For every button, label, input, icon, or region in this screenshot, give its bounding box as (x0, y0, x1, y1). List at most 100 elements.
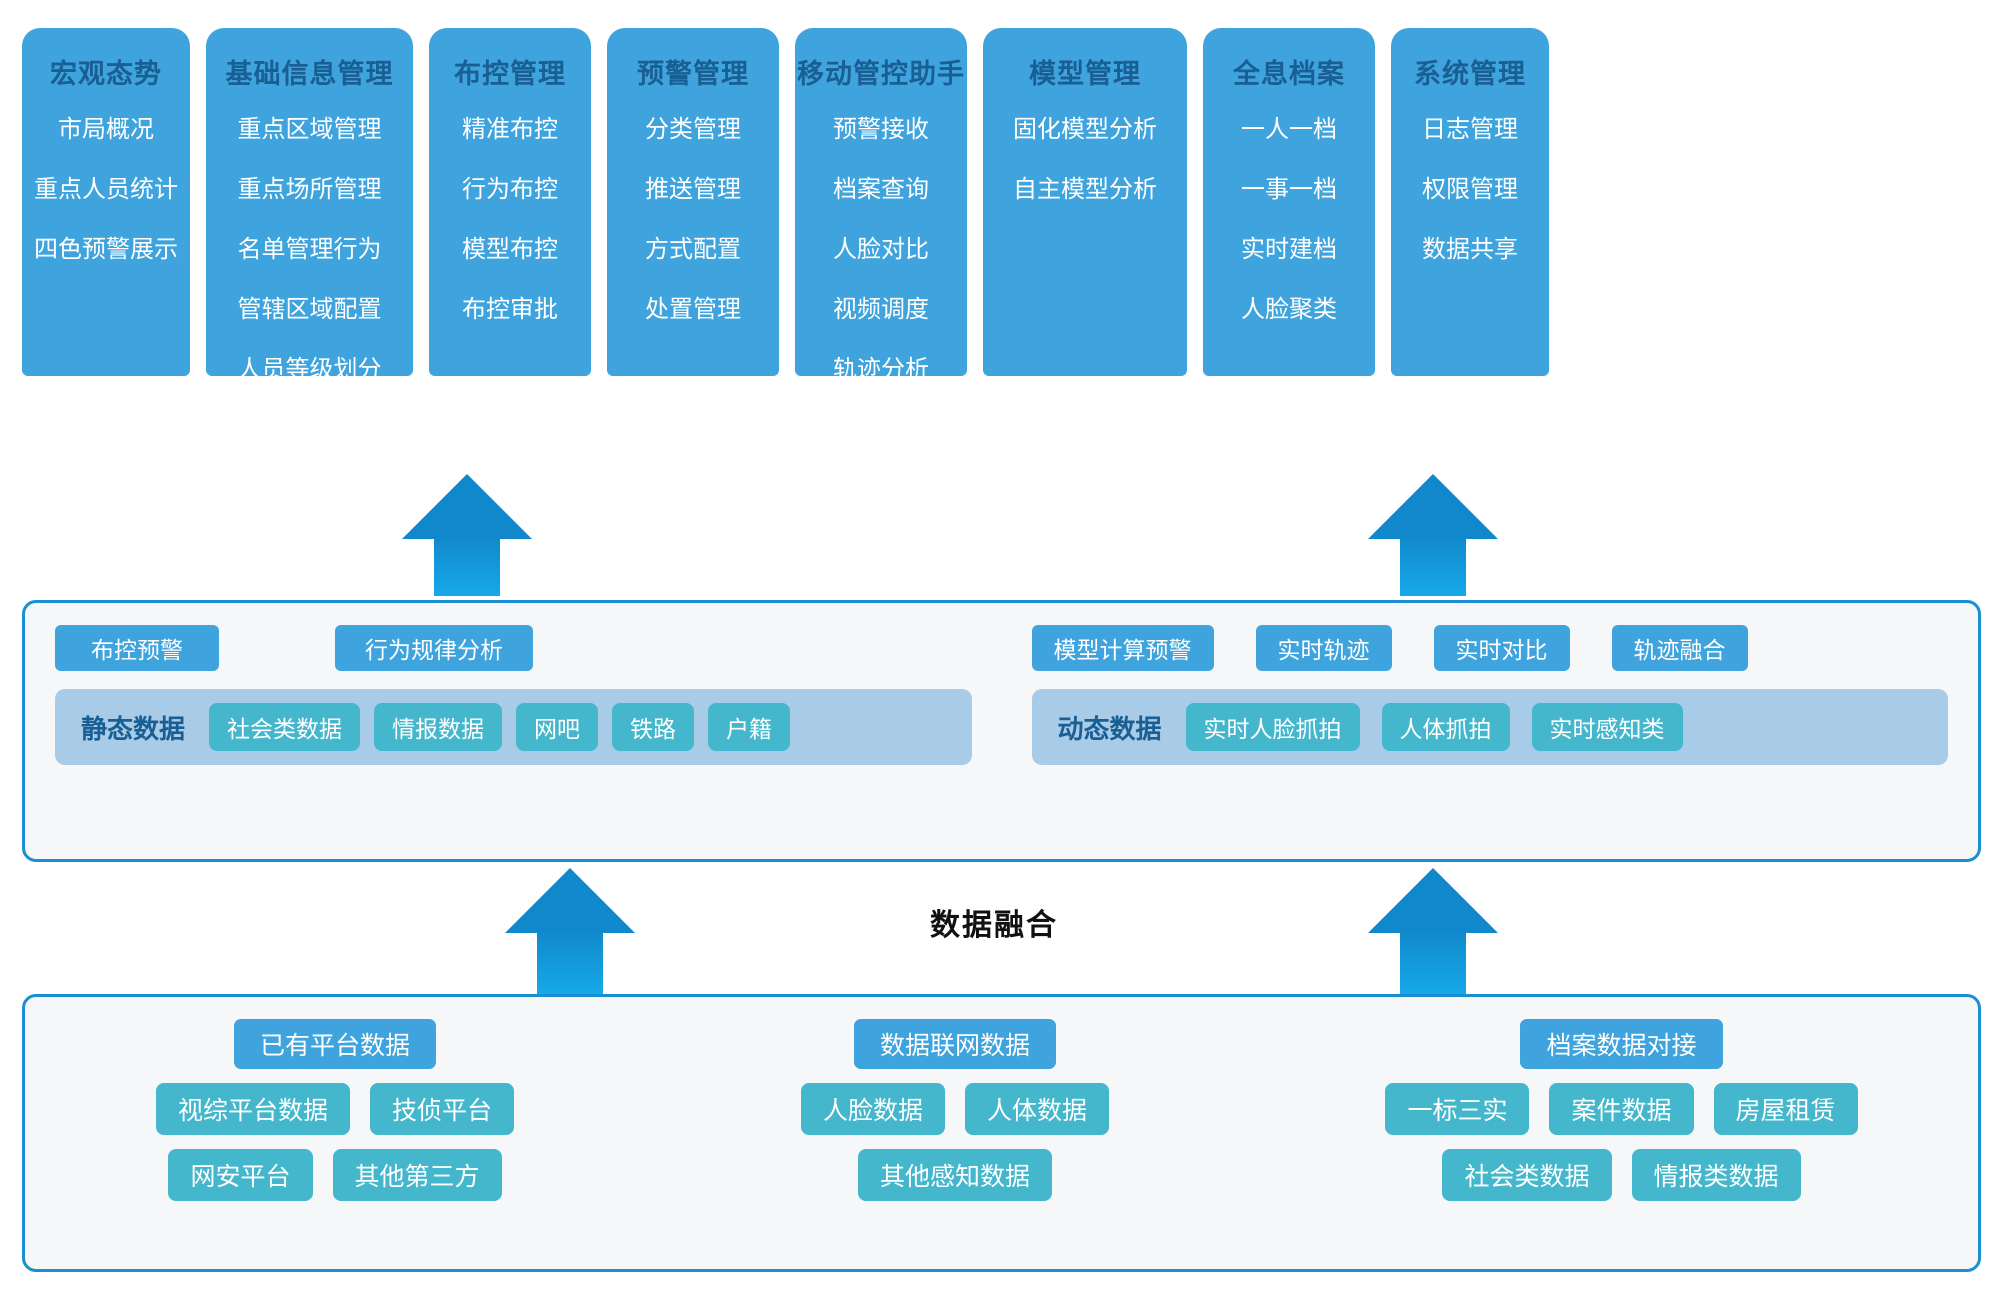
module-card[interactable]: 布控管理精准布控行为布控模型布控布控审批 (429, 28, 591, 376)
module-item[interactable]: 人脸对比 (833, 235, 929, 263)
module-item[interactable]: 重点场所管理 (237, 175, 382, 203)
fusion-chip[interactable]: 实时轨迹 (1255, 625, 1392, 671)
data-source-head[interactable]: 数据联网数据 (853, 1019, 1056, 1069)
module-item[interactable]: 重点区域管理 (237, 115, 382, 143)
module-item[interactable]: 数据共享 (1422, 235, 1518, 263)
data-source-chip[interactable]: 技侦平台 (370, 1083, 515, 1135)
module-card[interactable]: 系统管理日志管理权限管理数据共享 (1391, 28, 1549, 376)
arrow-up-right-to-modules (1368, 474, 1498, 596)
module-item[interactable]: 精准布控 (462, 115, 558, 143)
fusion-chip[interactable]: 铁路 (612, 703, 695, 751)
data-source-chip[interactable]: 网安平台 (168, 1149, 313, 1201)
fusion-chip[interactable]: 行为规律分析 (335, 625, 533, 671)
module-title: 基础信息管理 (225, 59, 394, 90)
static-data-label: 静态数据 (81, 714, 186, 745)
fusion-chip[interactable]: 情报数据 (374, 703, 503, 751)
module-item[interactable]: 行为布控 (462, 175, 558, 203)
data-source-group: 档案数据对接一标三实案件数据房屋租赁社会类数据情报类数据 (1265, 997, 1978, 1269)
data-source-chip[interactable]: 人脸数据 (800, 1083, 945, 1135)
data-fusion-panel: 布控预警行为规律分析 静态数据 社会类数据情报数据网吧铁路户籍 模型计算预警实时… (22, 600, 1981, 862)
fusion-chip[interactable]: 实时对比 (1433, 625, 1570, 671)
data-source-row: 网安平台其他第三方 (41, 1149, 629, 1201)
module-item[interactable]: 日志管理 (1422, 115, 1518, 143)
data-source-chip[interactable]: 视综平台数据 (155, 1083, 350, 1135)
module-item[interactable]: 名单管理行为 (237, 235, 382, 263)
static-data-side: 布控预警 行为规律分析 静态数据 社会类数据情报数据网吧铁路户籍 (25, 603, 1002, 859)
module-item[interactable]: 管辖区域配置 (237, 295, 382, 323)
module-title: 模型管理 (1029, 59, 1141, 90)
module-item[interactable]: 布控审批 (462, 295, 558, 323)
module-item[interactable]: 一事一档 (1241, 175, 1337, 203)
data-source-chip[interactable]: 社会类数据 (1442, 1149, 1612, 1201)
module-item[interactable]: 固化模型分析 (1013, 115, 1157, 143)
fusion-chip[interactable]: 模型计算预警 (1031, 625, 1214, 671)
fusion-chip[interactable]: 实时感知类 (1531, 703, 1683, 751)
module-item[interactable]: 推送管理 (645, 175, 741, 203)
module-item[interactable]: 四色预警展示 (34, 235, 178, 263)
dynamic-data-label: 动态数据 (1057, 714, 1162, 745)
module-item[interactable]: 视频调度 (833, 295, 929, 323)
arrow-up-right-to-fusion (1368, 868, 1498, 994)
module-card[interactable]: 模型管理固化模型分析自主模型分析 (983, 28, 1187, 376)
data-source-chip[interactable]: 一标三实 (1385, 1083, 1530, 1135)
data-source-chip[interactable]: 其他感知数据 (857, 1149, 1052, 1201)
data-source-row: 其他感知数据 (661, 1149, 1249, 1201)
module-card[interactable]: 基础信息管理重点区域管理重点场所管理名单管理行为管辖区域配置人员等级划分 (206, 28, 413, 381)
static-chip-row: 布控预警 行为规律分析 (55, 625, 972, 671)
fusion-chip[interactable]: 实时人脸抓拍 (1185, 703, 1360, 751)
module-item[interactable]: 模型布控 (462, 235, 558, 263)
module-item[interactable]: 人脸聚类 (1241, 295, 1337, 323)
arrow-stem (1400, 932, 1466, 994)
module-card-row: 宏观态势市局概况重点人员统计四色预警展示基础信息管理重点区域管理重点场所管理名单… (22, 28, 1981, 480)
module-item[interactable]: 实时建档 (1241, 235, 1337, 263)
arrow-up-left-to-fusion (505, 868, 635, 994)
module-title: 预警管理 (637, 59, 749, 90)
fusion-chip[interactable]: 户籍 (708, 703, 791, 751)
data-source-group: 已有平台数据视综平台数据技侦平台网安平台其他第三方 (25, 997, 645, 1269)
dynamic-chip-row: 模型计算预警实时轨迹实时对比轨迹融合 (1031, 625, 1949, 671)
module-item[interactable]: 权限管理 (1422, 175, 1518, 203)
module-title: 宏观态势 (50, 59, 162, 90)
module-item[interactable]: 一人一档 (1241, 115, 1337, 143)
data-source-row: 视综平台数据技侦平台 (41, 1083, 629, 1135)
arrow-up-left-to-modules (402, 474, 532, 596)
fusion-chip[interactable]: 布控预警 (55, 625, 219, 671)
module-item[interactable]: 自主模型分析 (1013, 175, 1157, 203)
data-source-chip[interactable]: 人体数据 (965, 1083, 1110, 1135)
module-card[interactable]: 移动管控助手预警接收档案查询人脸对比视频调度轨迹分析 (795, 28, 967, 381)
module-item[interactable]: 分类管理 (645, 115, 741, 143)
fusion-chip[interactable]: 轨迹融合 (1611, 625, 1748, 671)
dynamic-data-band: 动态数据 实时人脸抓拍人体抓拍实时感知类 (1031, 689, 1948, 765)
dynamic-band-items: 实时人脸抓拍人体抓拍实时感知类 (1185, 703, 1683, 751)
module-title: 全息档案 (1233, 59, 1345, 90)
module-item[interactable]: 档案查询 (833, 175, 929, 203)
module-item[interactable]: 预警接收 (833, 115, 929, 143)
module-card[interactable]: 宏观态势市局概况重点人员统计四色预警展示 (22, 28, 190, 376)
module-item[interactable]: 人员等级划分 (237, 355, 382, 383)
data-source-chip[interactable]: 案件数据 (1549, 1083, 1694, 1135)
module-title: 布控管理 (454, 59, 566, 90)
static-data-band: 静态数据 社会类数据情报数据网吧铁路户籍 (55, 689, 972, 765)
data-source-chip[interactable]: 房屋租赁 (1713, 1083, 1858, 1135)
data-source-panel: 已有平台数据视综平台数据技侦平台网安平台其他第三方数据联网数据人脸数据人体数据其… (22, 994, 1981, 1272)
module-card[interactable]: 全息档案一人一档一事一档实时建档人脸聚类 (1203, 28, 1375, 376)
module-item[interactable]: 轨迹分析 (833, 355, 929, 383)
arrow-head-icon (402, 474, 532, 539)
module-item[interactable]: 重点人员统计 (34, 175, 178, 203)
data-source-chip[interactable]: 其他第三方 (332, 1149, 502, 1201)
module-item[interactable]: 方式配置 (645, 235, 741, 263)
module-item[interactable]: 处置管理 (645, 295, 741, 323)
static-band-items: 社会类数据情报数据网吧铁路户籍 (209, 703, 791, 751)
data-source-head[interactable]: 档案数据对接 (1520, 1019, 1723, 1069)
data-source-chip[interactable]: 情报类数据 (1631, 1149, 1801, 1201)
arrow-stem (537, 932, 603, 994)
fusion-chip[interactable]: 网吧 (516, 703, 599, 751)
module-item[interactable]: 市局概况 (58, 115, 154, 143)
arrow-head-icon (1368, 474, 1498, 539)
fusion-chip[interactable]: 社会类数据 (209, 703, 361, 751)
module-card[interactable]: 预警管理分类管理推送管理方式配置处置管理 (607, 28, 779, 376)
data-source-row: 人脸数据人体数据 (661, 1083, 1249, 1135)
data-source-head[interactable]: 已有平台数据 (233, 1019, 436, 1069)
fusion-chip[interactable]: 人体抓拍 (1381, 703, 1510, 751)
